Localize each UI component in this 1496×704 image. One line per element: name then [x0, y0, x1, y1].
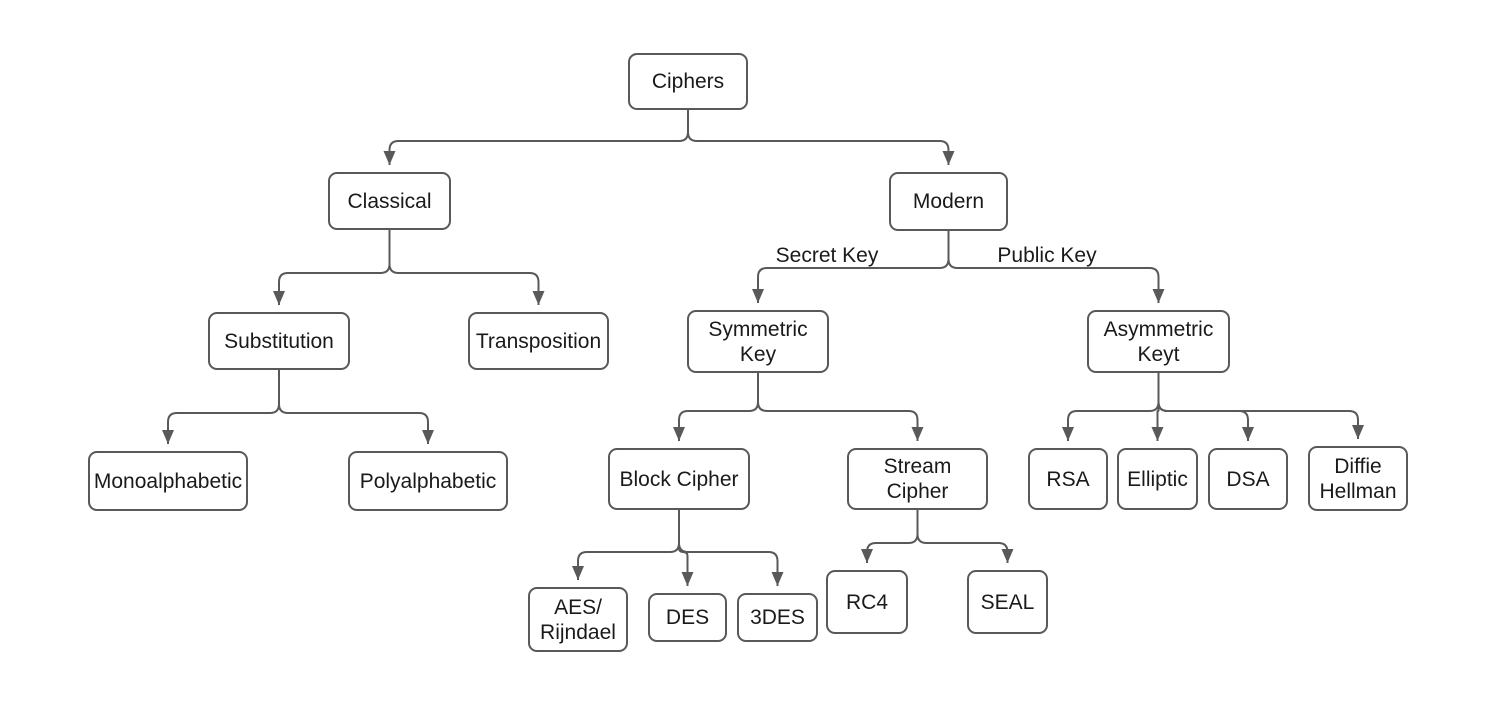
- edge-asymmetric-to-elliptic: [1151, 373, 1164, 441]
- node-modern: Modern: [889, 172, 1008, 231]
- edge-asymmetric-to-rsa: [1062, 373, 1160, 441]
- node-asymmetric-key: Asymmetric Keyt: [1087, 310, 1230, 373]
- edge-symmetric-to-stream_cipher: [757, 373, 924, 441]
- node-symmetric-key: Symmetric Key: [687, 310, 829, 373]
- node-des: DES: [648, 593, 727, 642]
- edge-classical-to-substitution: [273, 230, 391, 305]
- edge-ciphers-to-classical: [383, 110, 689, 165]
- node-transposition: Transposition: [468, 312, 609, 370]
- edge-modern-to-symmetric: [752, 231, 950, 303]
- node-block-cipher: Block Cipher: [608, 448, 750, 510]
- edge-asymmetric-to-diffie_hellman: [1157, 373, 1364, 439]
- edge-substitution-to-monoalphabetic: [162, 370, 280, 444]
- edge-substitution-to-polyalphabetic: [278, 370, 434, 444]
- node-stream-cipher: Stream Cipher: [847, 448, 988, 510]
- edge-ciphers-to-modern: [687, 110, 955, 165]
- edge-classical-to-transposition: [388, 230, 545, 305]
- edge-label-secret-key: Secret Key: [772, 244, 882, 267]
- node-diffie-hellman: Diffie Hellman: [1308, 446, 1408, 511]
- node-dsa: DSA: [1208, 448, 1288, 510]
- edge-label-public-key: Public Key: [994, 244, 1100, 267]
- node-seal: SEAL: [967, 570, 1048, 634]
- edge-stream_cipher-to-rc4: [861, 510, 919, 563]
- node-rc4: RC4: [826, 570, 908, 634]
- node-classical: Classical: [328, 172, 451, 230]
- node-monoalphabetic: Monoalphabetic: [88, 451, 248, 511]
- edge-block_cipher-to-3des: [678, 510, 784, 586]
- node-elliptic: Elliptic: [1117, 448, 1198, 510]
- node-3des: 3DES: [737, 593, 818, 642]
- node-ciphers: Ciphers: [628, 53, 748, 110]
- node-substitution: Substitution: [208, 312, 350, 370]
- node-polyalphabetic: Polyalphabetic: [348, 451, 508, 511]
- edge-asymmetric-to-dsa: [1157, 373, 1254, 441]
- edge-block_cipher-to-aes: [572, 510, 680, 580]
- edge-stream_cipher-to-seal: [916, 510, 1014, 563]
- edge-symmetric-to-block_cipher: [673, 373, 759, 441]
- node-aes-rijndael: AES/ Rijndael: [528, 587, 628, 652]
- node-rsa: RSA: [1028, 448, 1108, 510]
- edge-modern-to-asymmetric: [947, 231, 1165, 303]
